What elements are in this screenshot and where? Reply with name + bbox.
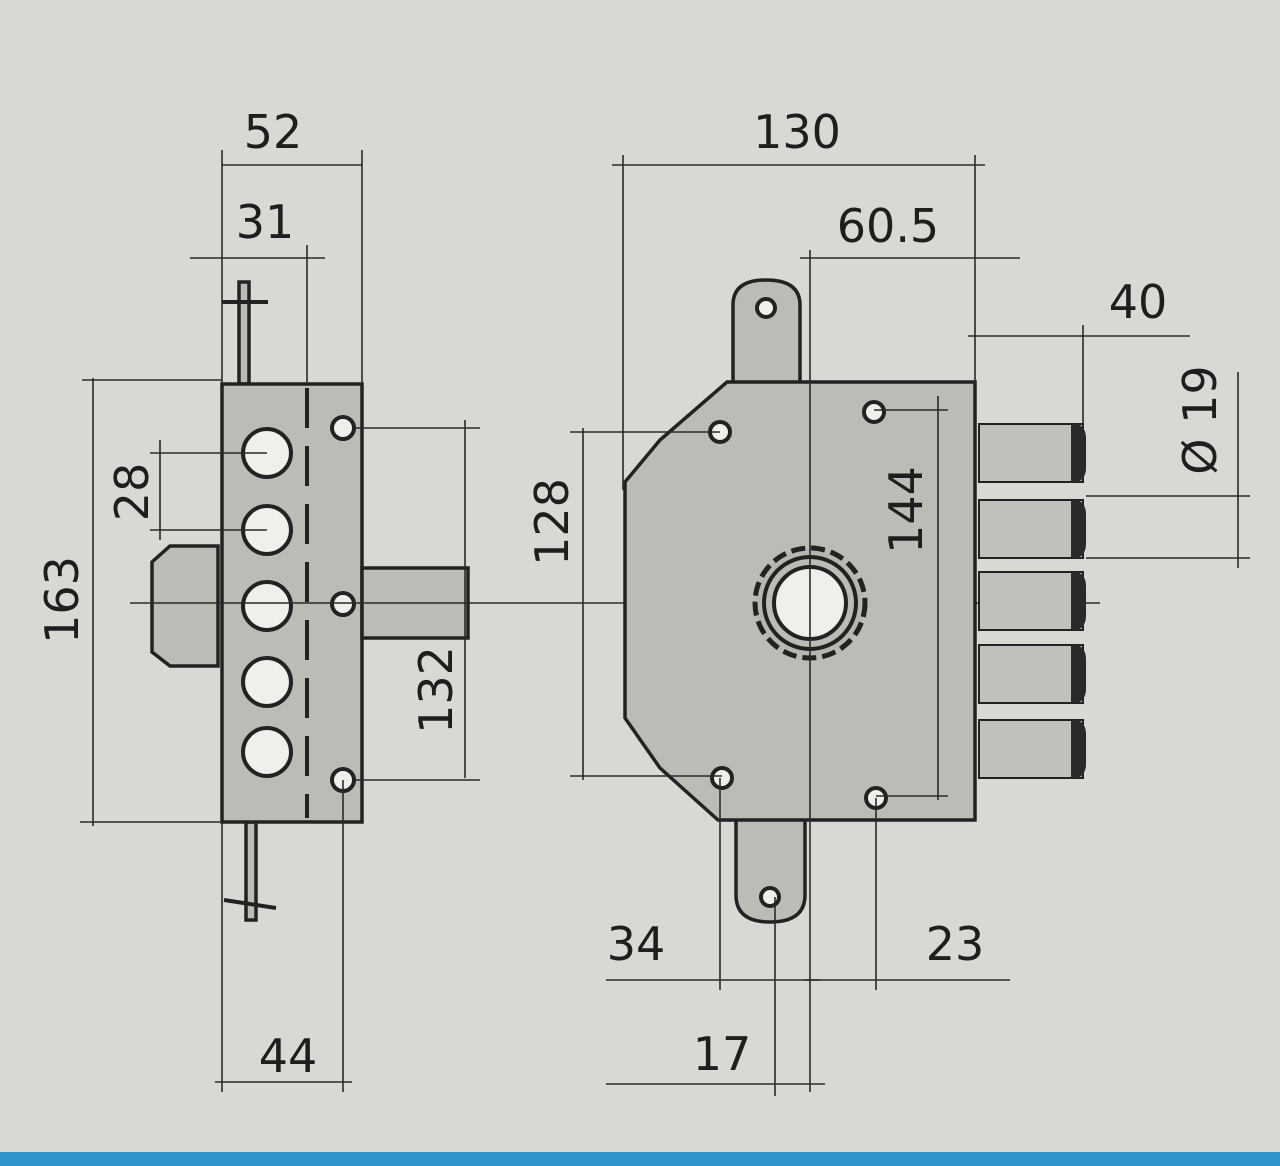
dim-31: 31	[236, 195, 295, 249]
lower-rod-crossbar	[223, 898, 277, 910]
screw-hole-top	[330, 415, 356, 441]
bolt-3	[978, 571, 1084, 631]
front-view: 130 60.5 40 Ø 19 128 144 34 23	[525, 105, 1250, 1096]
dim-40: 40	[1109, 275, 1168, 329]
dim-44: 44	[259, 1029, 318, 1083]
bolt-1	[978, 423, 1084, 483]
dim-34: 34	[607, 917, 666, 971]
dim-130: 130	[753, 105, 841, 159]
top-tab-hole	[755, 297, 777, 319]
footer-strip	[0, 1152, 1280, 1166]
bottom-mounting-tab	[734, 816, 807, 924]
dim-128: 128	[525, 478, 579, 566]
dim-163: 163	[35, 556, 89, 644]
side-view: 52 31 163 28 132 44	[35, 105, 1100, 1092]
bolt-hole-5	[241, 726, 293, 778]
dim-144: 144	[879, 466, 933, 554]
dim-28: 28	[105, 463, 159, 522]
dim-23: 23	[926, 917, 985, 971]
dim-diameter-19: Ø 19	[1173, 365, 1227, 474]
cylinder-housing	[150, 544, 220, 668]
dim-60-5: 60.5	[837, 199, 939, 253]
bottom-tab-hole	[759, 886, 781, 908]
bolt-hole-4	[241, 656, 293, 708]
dim-17: 17	[693, 1027, 752, 1081]
bolt-2	[978, 499, 1084, 559]
bolt-5	[978, 719, 1084, 779]
upper-rod	[237, 280, 251, 386]
top-mounting-tab	[731, 278, 802, 386]
bolt-4	[978, 644, 1084, 704]
bolt-hole-3	[241, 580, 293, 632]
dim-132: 132	[409, 646, 463, 734]
screw-hole-mid	[330, 591, 356, 617]
bolts	[978, 423, 1086, 779]
screw-hole-top-right	[862, 400, 886, 424]
screw-hole-bottom-left	[710, 766, 734, 790]
dim-52: 52	[244, 105, 303, 159]
